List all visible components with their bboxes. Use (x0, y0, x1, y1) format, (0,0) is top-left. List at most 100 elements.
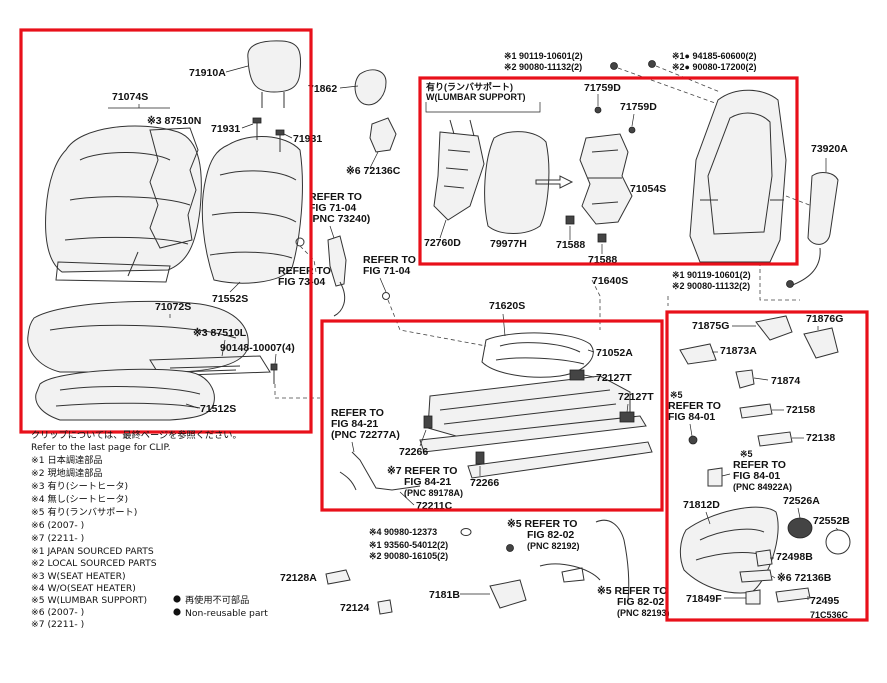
label-71512S: 71512S (200, 403, 236, 415)
svg-text:REFER TO: REFER TO (733, 459, 786, 471)
svg-text:※5 REFER TO: ※5 REFER TO (597, 585, 667, 597)
note-2-en: ※2 LOCAL SOURCED PARTS (31, 558, 157, 569)
label-71052A: 71052A (596, 347, 633, 359)
label-71588-a: 71588 (556, 239, 585, 251)
lumbar-support-group: 有り(ランバサポート) W(LUMBAR SUPPORT) (425, 81, 636, 243)
svg-text:(PNC 82192): (PNC 82192) (527, 541, 580, 551)
label-71876G: 71876G (806, 313, 843, 325)
label-90148: 90148-10007(4) (220, 342, 295, 354)
lumbar-title: 有り(ランバサポート) (426, 81, 513, 92)
side-trim-group (679, 315, 851, 605)
legend-en: Non-reusable part (185, 608, 268, 619)
svg-text:REFER TO: REFER TO (309, 191, 362, 203)
refer-fig-71-04-a: REFER TO FIG 71-04 (PNC 73240) (309, 191, 370, 225)
label-79977H: 79977H (490, 238, 527, 250)
label-72760D: 72760D (424, 237, 461, 249)
wire-harness (489, 519, 630, 609)
svg-text:FIG 71-04: FIG 71-04 (309, 202, 356, 214)
label-71812D: 71812D (683, 499, 720, 511)
label-72526A: 72526A (783, 495, 820, 507)
note-clip-jp: クリップについては、最終ページを参照ください。 (31, 429, 242, 441)
non-reusable-dot-icon-2 (173, 608, 181, 616)
note-1-en: ※1 JAPAN SOURCED PARTS (31, 546, 154, 557)
label-7181B: 7181B (429, 589, 460, 601)
legend-jp: 再使用不可部品 (185, 594, 249, 606)
label-bolt-90080-mid: ※2 90080-11132(2) (672, 281, 750, 291)
label-71640S: 71640S (592, 275, 628, 287)
refer-fig-84-21-a: REFER TO FIG 84-21 (PNC 72277A) (331, 407, 400, 441)
svg-text:(PNC 73240): (PNC 73240) (309, 213, 370, 225)
note-7-jp: ※7 (2211- ) (31, 533, 84, 544)
label-71759D-b: 71759D (620, 101, 657, 113)
note-4-en: ※4 W/O(SEAT HEATER) (31, 583, 136, 594)
seat-track-group (339, 332, 653, 491)
svg-text:(PNC 82193): (PNC 82193) (617, 608, 670, 618)
svg-text:FIG 82-02: FIG 82-02 (617, 596, 664, 608)
svg-text:FIG 84-01: FIG 84-01 (733, 470, 780, 482)
label-71074S: 71074S (112, 91, 148, 103)
label-72136C: ※6 72136C (346, 165, 401, 177)
label-71620S: 71620S (489, 300, 525, 312)
svg-text:FIG 73-04: FIG 73-04 (278, 276, 325, 288)
label-72138: 72138 (806, 432, 835, 444)
label-71931-a: 71931 (211, 123, 240, 135)
svg-text:※5: ※5 (670, 390, 683, 400)
note-2-jp: ※2 現地調達部品 (31, 467, 103, 479)
svg-text:(PNC 72277A): (PNC 72277A) (331, 429, 400, 441)
label-bolt-90119-mid: ※1 90119-10601(2) (672, 270, 751, 280)
label-bolt-93560: ※1 93560-54012(2) (369, 540, 448, 550)
note-6-jp: ※6 (2007- ) (31, 520, 84, 531)
label-71875G: 71875G (692, 320, 729, 332)
notes-block: クリップについては、最終ページを参照ください。 Refer to the las… (31, 429, 242, 630)
label-bolt-90080-17200: ※2● 90080-17200(2) (672, 62, 757, 72)
label-72128A: 72128A (280, 572, 317, 584)
refer-fig-84-01-b: ※5 REFER TO FIG 84-01 (PNC 84922A) (733, 449, 792, 492)
note-6-en: ※6 (2007- ) (31, 607, 84, 618)
svg-text:REFER TO: REFER TO (668, 400, 721, 412)
refer-fig-71-04-b: REFER TO FIG 71-04 (363, 254, 416, 277)
label-71873A: 71873A (720, 345, 757, 357)
highlight-box-seat-cushions (19, 28, 313, 434)
svg-text:FIG 71-04: FIG 71-04 (363, 265, 410, 277)
label-72127T-a: 72127T (596, 372, 632, 384)
note-3-jp: ※3 有り(シートヒータ) (31, 480, 128, 492)
label-72158: 72158 (786, 404, 815, 416)
note-clip-en: Refer to the last page for CLIP. (31, 442, 171, 453)
label-bolt-90080-16105: ※2 90080-16105(2) (369, 551, 448, 561)
svg-text:(PNC 84922A): (PNC 84922A) (733, 482, 792, 492)
note-7-en: ※7 (2211- ) (31, 619, 84, 630)
svg-text:REFER TO: REFER TO (363, 254, 416, 266)
label-87510L: ※3 87510L (193, 327, 247, 339)
label-71874: 71874 (771, 375, 800, 387)
label-71552S: 71552S (212, 293, 248, 305)
seat-back-assembly (27, 40, 303, 421)
refer-fig-82-02-b: ※5 REFER TO FIG 82-02 (PNC 82193) (597, 585, 670, 618)
refer-fig-82-02-a: ※5 REFER TO FIG 82-02 (PNC 82192) (507, 518, 580, 551)
svg-text:※7 REFER TO: ※7 REFER TO (387, 465, 457, 477)
note-5-jp: ※5 有り(ランバサポート) (31, 506, 137, 518)
svg-text:REFER TO: REFER TO (278, 265, 331, 277)
svg-text:(PNC 89178A): (PNC 89178A) (404, 488, 463, 498)
label-71054S: 71054S (630, 183, 666, 195)
label-72495: 72495 (810, 595, 839, 607)
label-72552B: 72552B (813, 515, 850, 527)
label-71862: 71862 (308, 83, 337, 95)
refer-fig-84-21-b: ※7 REFER TO FIG 84-21 (PNC 89178A) (387, 465, 463, 498)
svg-text:FIG 82-02: FIG 82-02 (527, 529, 574, 541)
highlight-box-side-trim (665, 310, 869, 622)
label-71931-b: 71931 (293, 133, 322, 145)
svg-text:※5: ※5 (740, 449, 753, 459)
label-73920A: 73920A (811, 143, 848, 155)
svg-text:REFER TO: REFER TO (331, 407, 384, 419)
label-bolt-90080-top: ※2 90080-11132(2) (504, 62, 582, 72)
label-72127T-b: 72127T (618, 391, 654, 403)
label-72266-a: 72266 (399, 446, 428, 458)
note-3-en: ※3 W(SEAT HEATER) (31, 571, 126, 582)
label-72136B: ※6 72136B (777, 572, 832, 584)
non-reusable-dot-icon (173, 595, 181, 603)
note-1-jp: ※1 日本調達部品 (31, 454, 103, 466)
svg-text:FIG 84-01: FIG 84-01 (668, 411, 715, 423)
lumbar-subtitle: W(LUMBAR SUPPORT) (426, 92, 526, 102)
highlight-box-seat-track (320, 319, 664, 512)
